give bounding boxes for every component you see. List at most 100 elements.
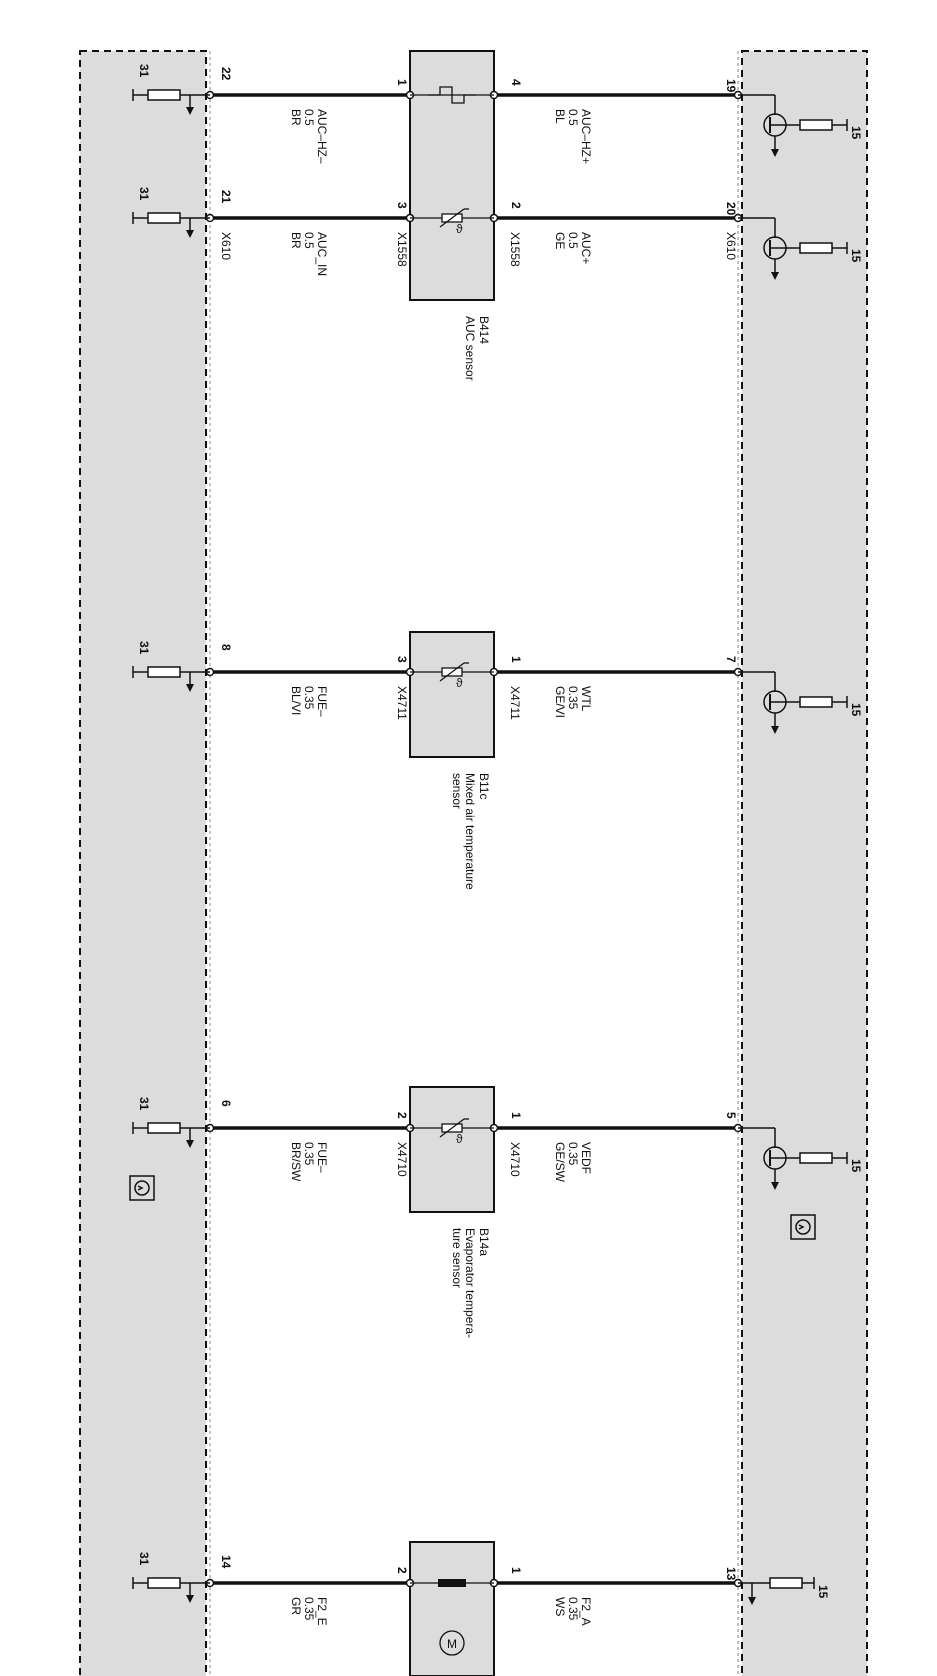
sensor-pin-number: 1 (509, 656, 523, 663)
ground-resistor-1-0 (132, 666, 210, 692)
sensor-box (409, 1086, 495, 1213)
sensor-pin-number: 1 (395, 79, 409, 86)
connector-label: X1558 (395, 232, 409, 267)
wire-color-label: BR (289, 232, 303, 249)
sensor-name-label: Evaporator tempera- (463, 1228, 477, 1338)
wire-color-label: GE (553, 232, 567, 249)
wire-color-label: BR (289, 109, 303, 126)
sensor-id-label: B414 (477, 316, 491, 344)
sensor-pin-number: 3 (395, 656, 409, 663)
resistor-icon (147, 1577, 181, 1589)
wire-size-label: 0.35 (566, 686, 580, 710)
wire-color-label: GE/SW (553, 1142, 567, 1183)
ground-31-label: 31 (137, 187, 151, 201)
sensor-pin-number: 1 (509, 1112, 523, 1119)
transistor-driver-0-0 (738, 94, 848, 157)
sensor-block-3 (409, 1086, 495, 1213)
sensor-name-label: Mixed air temperature (463, 773, 477, 890)
wire-size-label: 0.35 (302, 1142, 316, 1166)
resistor-icon (769, 1577, 803, 1589)
wire-signal-label: AUC+ (579, 232, 593, 264)
wire-size-label: 0.5 (302, 109, 316, 126)
module-connector-label: X610 (219, 232, 233, 260)
heating-element-icon (428, 86, 476, 104)
transistor-driver-2-0 (738, 1127, 848, 1190)
svg-text:ϑ: ϑ (456, 1132, 463, 1146)
resistor-icon (147, 666, 181, 678)
left-control-module (79, 50, 207, 1676)
left-module-pin-number: 8 (219, 644, 233, 651)
wire-signal-label: FUE– (315, 1142, 329, 1173)
sensor-block-4 (409, 1541, 495, 1676)
svg-text:ϑ: ϑ (456, 676, 463, 690)
ground-resistor-0-1 (132, 212, 210, 238)
wire-color-label: GE/VI (553, 686, 567, 718)
wire-color-label: GR (289, 1597, 303, 1615)
left-module-pin-number: 21 (219, 190, 233, 204)
wire-size-label: 0.35 (302, 1597, 316, 1621)
sensor-name-label: AUC sensor (463, 316, 477, 381)
right-module-pin-number: 20 (724, 202, 738, 216)
wire-color-label: WS (553, 1597, 567, 1616)
wire-signal-label: AUC_IN (315, 232, 329, 276)
sensor-name-label: sensor (450, 773, 464, 809)
right-module-pin-number: 13 (724, 1567, 738, 1581)
ground-resistor-2-0 (132, 1122, 210, 1148)
supply-15-label: 15 (849, 703, 863, 717)
sensor-pin-number: 2 (395, 1112, 409, 1119)
wire-size-label: 0.35 (566, 1142, 580, 1166)
ground-31-label: 31 (137, 64, 151, 78)
sensor-id-label: B14a (477, 1228, 491, 1256)
wire-signal-label: F2_E (315, 1597, 329, 1626)
transistor-driver-0-1 (738, 217, 848, 280)
supply-15-label: 15 (849, 1159, 863, 1173)
wire-size-label: 0.5 (566, 109, 580, 126)
left-module-pin-number: 22 (219, 67, 233, 81)
shield-symbol-icon (129, 1175, 155, 1201)
ground-resistor-3-0 (132, 1577, 210, 1603)
motor-icon: M (438, 1579, 466, 1656)
module-connector-label: X610 (724, 232, 738, 260)
ground-31-label: 31 (137, 641, 151, 655)
supply-15-label: 15 (816, 1585, 830, 1599)
temperature-sensor-icon: ϑ (439, 208, 469, 236)
connector-label: X4711 (508, 686, 522, 720)
wire-size-label: 0.5 (566, 232, 580, 249)
right-module-pin-number: 7 (724, 656, 738, 663)
wire-signal-label: AUC–HZ+ (579, 109, 593, 164)
left-module-pin-number: 6 (219, 1100, 233, 1107)
supply-resistor-3-0 (738, 1577, 815, 1605)
connector-label: X1558 (508, 232, 522, 267)
sensor-pin-number: 2 (509, 202, 523, 209)
resistor-icon (799, 119, 833, 131)
wire-signal-label: F2_A (579, 1597, 593, 1626)
wire-size-label: 0.5 (302, 232, 316, 249)
resistor-icon (147, 1122, 181, 1134)
supply-15-label: 15 (849, 126, 863, 140)
connector-label: X4710 (508, 1142, 522, 1177)
ground-resistor-0-0 (132, 89, 210, 115)
sensor-pin-number: 1 (509, 1567, 523, 1574)
wire-signal-label: VEDF (579, 1142, 593, 1174)
resistor-icon (799, 1152, 833, 1164)
connector-label: X4711 (395, 686, 409, 720)
wire-signal-label: WTL (579, 686, 593, 712)
wire-signal-label: FUE– (315, 686, 329, 717)
sensor-pin-number: 4 (509, 79, 523, 86)
sensor-block-2 (409, 631, 495, 758)
temperature-sensor-icon: ϑ (439, 662, 469, 690)
resistor-icon (147, 89, 181, 101)
resistor-icon (799, 242, 833, 254)
wire-color-label: BL/VI (289, 686, 303, 715)
sensor-pin-number: 2 (395, 1567, 409, 1574)
sensor-box (409, 1541, 495, 1676)
ground-31-label: 31 (137, 1552, 151, 1566)
svg-text:ϑ: ϑ (456, 222, 463, 236)
sensor-id-label: B11c (477, 773, 491, 799)
ground-31-label: 31 (137, 1097, 151, 1111)
resistor-icon (147, 212, 181, 224)
wire-size-label: 0.35 (302, 686, 316, 710)
wire-size-label: 0.35 (566, 1597, 580, 1621)
supply-15-label: 15 (849, 249, 863, 263)
transistor-driver-1-0 (738, 671, 848, 734)
